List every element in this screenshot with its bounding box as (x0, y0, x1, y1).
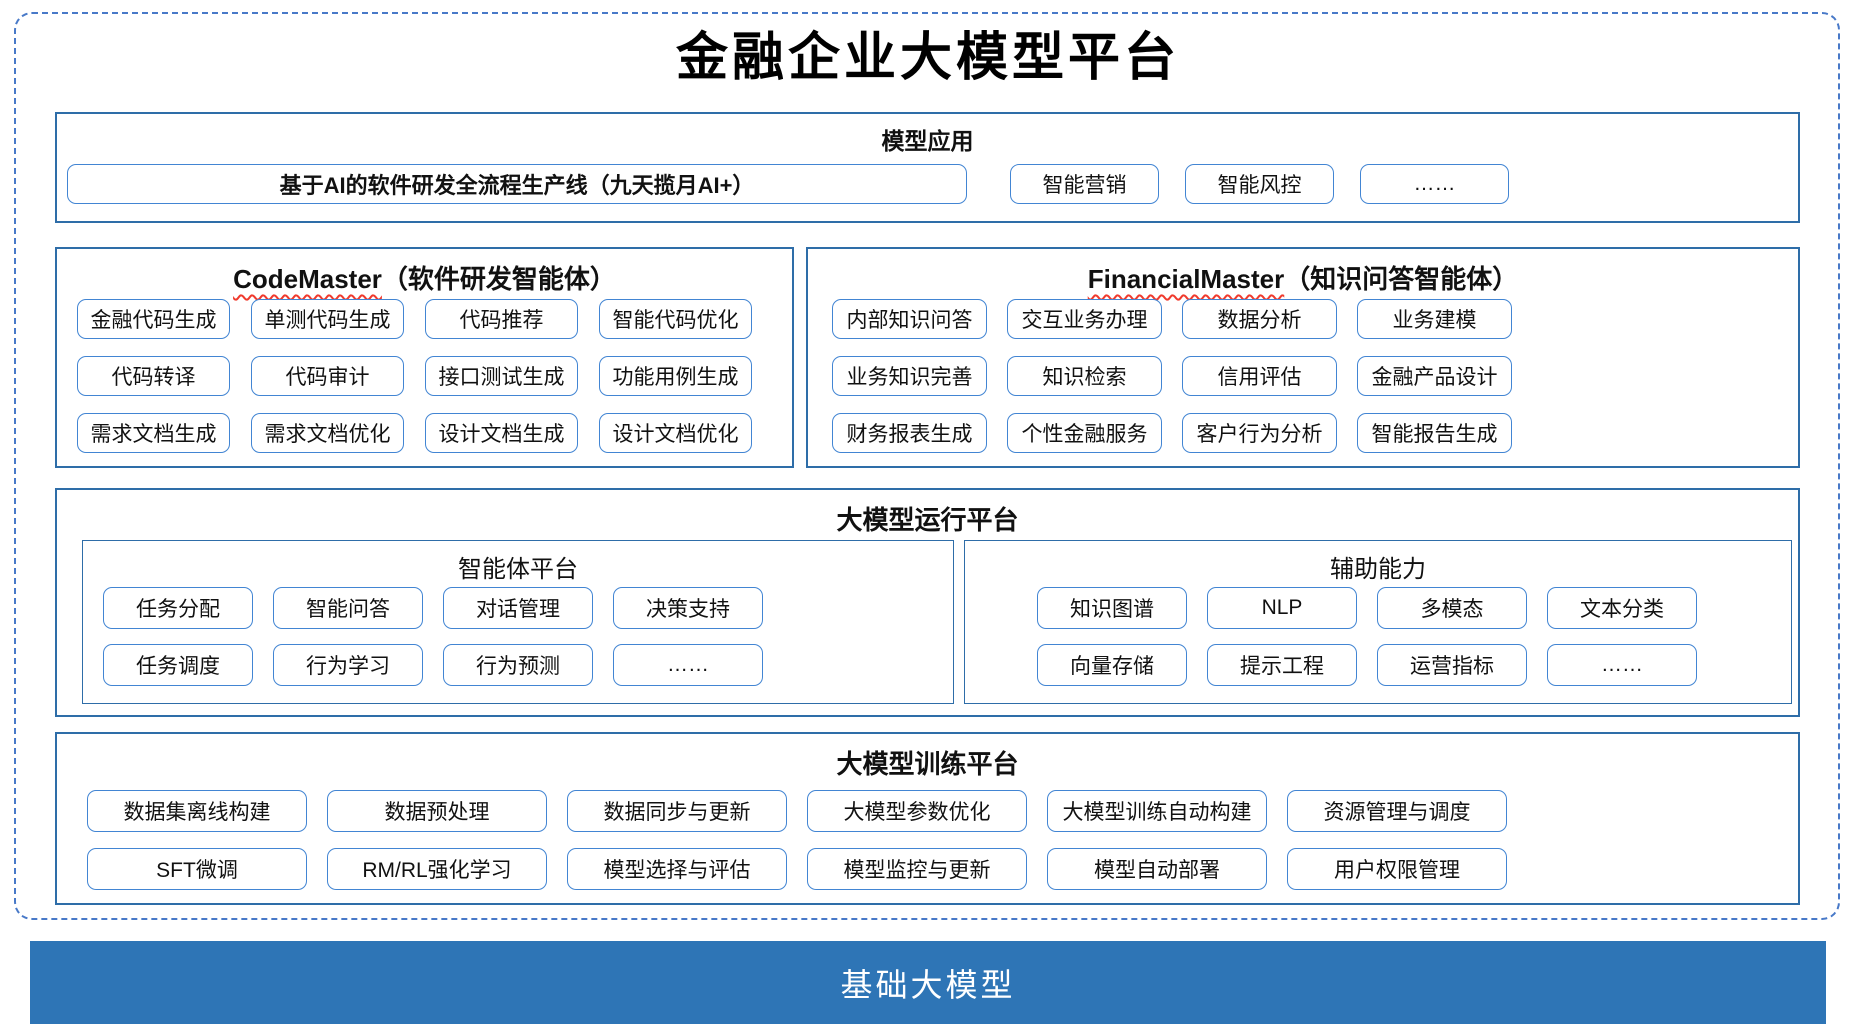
agent-capability-box: 行为预测 (443, 644, 593, 686)
train-capability-box: 数据同步与更新 (567, 790, 787, 832)
train-capability-box: RM/RL强化学习 (327, 848, 547, 890)
agent-capability-box: 行为学习 (273, 644, 423, 686)
codemaster-capability-box: 代码转译 (77, 356, 230, 396)
train-capability-box: SFT微调 (87, 848, 307, 890)
section-model-application: 模型应用 基于AI的软件研发全流程生产线（九天揽月AI+） 智能营销 智能风控 … (55, 112, 1800, 223)
aux-capability-title: 辅助能力 (1330, 556, 1426, 583)
train-capability-box: 模型选择与评估 (567, 848, 787, 890)
application-box: …… (1360, 164, 1509, 204)
aux-capability-box: 向量存储 (1037, 644, 1187, 686)
aux-capability-grid: 知识图谱 NLP 多模态 文本分类 向量存储 提示工程 运营指标 …… (1037, 587, 1697, 686)
agent-capability-box: 决策支持 (613, 587, 763, 629)
financialmaster-grid: 内部知识问答 交互业务办理 数据分析 业务建模 业务知识完善 知识检索 信用评估… (832, 299, 1512, 453)
financialmaster-capability-box: 信用评估 (1182, 356, 1337, 396)
codemaster-title: CodeMaster（软件研发智能体） (57, 249, 792, 296)
financialmaster-capability-box: 知识检索 (1007, 356, 1162, 396)
codemaster-capability-box: 设计文档生成 (425, 413, 578, 453)
agent-platform-group: 智能体平台 任务分配 智能问答 对话管理 决策支持 任务调度 行为学习 行为预测… (82, 540, 954, 704)
aux-capability-box: 提示工程 (1207, 644, 1357, 686)
base-model-label: 基础大模型 (840, 966, 1016, 1003)
financialmaster-capability-box: 内部知识问答 (832, 299, 987, 339)
codemaster-capability-box: 功能用例生成 (599, 356, 752, 396)
agent-capability-box: …… (613, 644, 763, 686)
agent-platform-grid: 任务分配 智能问答 对话管理 决策支持 任务调度 行为学习 行为预测 …… (103, 587, 763, 686)
financialmaster-capability-box: 金融产品设计 (1357, 356, 1512, 396)
page-title: 金融企业大模型平台 (675, 30, 1180, 87)
section-run-platform: 大模型运行平台 智能体平台 任务分配 智能问答 对话管理 决策支持 任务调度 行… (55, 488, 1800, 717)
run-platform-header: 大模型运行平台 (836, 505, 1019, 535)
codemaster-capability-box: 代码审计 (251, 356, 404, 396)
financialmaster-capability-box: 个性金融服务 (1007, 413, 1162, 453)
aux-capability-box: 运营指标 (1377, 644, 1527, 686)
codemaster-capability-box: 单测代码生成 (251, 299, 404, 339)
train-capability-box: 数据预处理 (327, 790, 547, 832)
financialmaster-capability-box: 财务报表生成 (832, 413, 987, 453)
codemaster-capability-box: 智能代码优化 (599, 299, 752, 339)
section-train-platform: 大模型训练平台 数据集离线构建 数据预处理 数据同步与更新 大模型参数优化 大模… (55, 732, 1800, 905)
agent-capability-box: 任务调度 (103, 644, 253, 686)
codemaster-capability-box: 设计文档优化 (599, 413, 752, 453)
train-capability-box: 模型监控与更新 (807, 848, 1027, 890)
aux-capability-box: …… (1547, 644, 1697, 686)
train-capability-box: 数据集离线构建 (87, 790, 307, 832)
run-platform-row: 智能体平台 任务分配 智能问答 对话管理 决策支持 任务调度 行为学习 行为预测… (82, 540, 1792, 704)
codemaster-capability-box: 需求文档生成 (77, 413, 230, 453)
financialmaster-capability-box: 业务建模 (1357, 299, 1512, 339)
financialmaster-capability-box: 客户行为分析 (1182, 413, 1337, 453)
codemaster-grid: 金融代码生成 单测代码生成 代码推荐 智能代码优化 代码转译 代码审计 接口测试… (77, 299, 752, 453)
aux-capability-group: 辅助能力 知识图谱 NLP 多模态 文本分类 向量存储 提示工程 运营指标 …… (964, 540, 1792, 704)
financialmaster-capability-box: 数据分析 (1182, 299, 1337, 339)
agent-capability-box: 智能问答 (273, 587, 423, 629)
base-model-bar: 基础大模型 (30, 941, 1826, 1024)
codemaster-capability-box: 接口测试生成 (425, 356, 578, 396)
agent-capability-box: 任务分配 (103, 587, 253, 629)
aux-capability-box: NLP (1207, 587, 1357, 629)
financialmaster-name: FinancialMaster (1087, 264, 1285, 294)
section-financialmaster: FinancialMaster（知识问答智能体） 内部知识问答 交互业务办理 数… (806, 247, 1800, 468)
section-codemaster: CodeMaster（软件研发智能体） 金融代码生成 单测代码生成 代码推荐 智… (55, 247, 794, 468)
codemaster-name: CodeMaster (233, 264, 382, 294)
model-application-header: 模型应用 (881, 128, 974, 154)
train-capability-box: 用户权限管理 (1287, 848, 1507, 890)
aux-capability-box: 多模态 (1377, 587, 1527, 629)
application-box: 智能风控 (1185, 164, 1334, 204)
train-capability-box: 大模型参数优化 (807, 790, 1027, 832)
financialmaster-subtitle: （知识问答智能体） (1284, 264, 1519, 294)
financialmaster-capability-box: 智能报告生成 (1357, 413, 1512, 453)
train-capability-box: 模型自动部署 (1047, 848, 1267, 890)
train-capability-box: 大模型训练自动构建 (1047, 790, 1267, 832)
financialmaster-title: FinancialMaster（知识问答智能体） (808, 249, 1798, 296)
aux-capability-box: 知识图谱 (1037, 587, 1187, 629)
aux-capability-box: 文本分类 (1547, 587, 1697, 629)
application-box: 智能营销 (1010, 164, 1159, 204)
train-platform-header: 大模型训练平台 (836, 749, 1019, 779)
codemaster-capability-box: 金融代码生成 (77, 299, 230, 339)
agent-capability-box: 对话管理 (443, 587, 593, 629)
platform-outer-frame (14, 12, 1840, 920)
production-line-box: 基于AI的软件研发全流程生产线（九天揽月AI+） (67, 164, 967, 204)
codemaster-subtitle: （软件研发智能体） (381, 264, 616, 294)
train-platform-grid: 数据集离线构建 数据预处理 数据同步与更新 大模型参数优化 大模型训练自动构建 … (87, 790, 1507, 890)
financialmaster-capability-box: 交互业务办理 (1007, 299, 1162, 339)
agent-platform-title: 智能体平台 (458, 556, 578, 583)
train-capability-box: 资源管理与调度 (1287, 790, 1507, 832)
codemaster-capability-box: 需求文档优化 (251, 413, 404, 453)
model-application-row: 基于AI的软件研发全流程生产线（九天揽月AI+） 智能营销 智能风控 …… (67, 164, 1535, 204)
codemaster-capability-box: 代码推荐 (425, 299, 578, 339)
financialmaster-capability-box: 业务知识完善 (832, 356, 987, 396)
